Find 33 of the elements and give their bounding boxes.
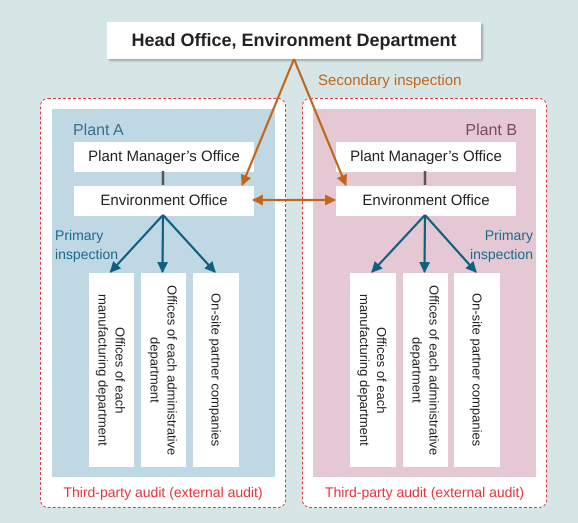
annotation-text: Primary inspection [55, 226, 120, 264]
unit-box: Offices of each manufacturing department [89, 273, 134, 467]
annotation-text: Primary inspection [468, 226, 533, 264]
unit-box: Offices of each administrative department [141, 273, 186, 467]
arrow [252, 194, 336, 206]
head-office-box: Head Office, Environment Department [107, 22, 481, 59]
audit-label: Third-party audit (external audit) [324, 483, 526, 502]
plant-heading: Plant A [73, 121, 124, 141]
audit-dashed-frame [40, 98, 286, 508]
arrow [424, 214, 477, 273]
arrow [371, 214, 426, 273]
arrow [110, 214, 164, 273]
connector-line [162, 171, 164, 185]
connector-line [424, 171, 426, 185]
arrow [292, 58, 348, 186]
unit-box: On-site partner companies [454, 273, 500, 467]
office-box: Plant Manager’s Office [336, 142, 516, 172]
unit-box: Offices of each administrative department [403, 273, 448, 467]
audit-label: Third-party audit (external audit) [62, 483, 264, 502]
audit-dashed-frame [302, 98, 547, 508]
arrow [240, 58, 296, 186]
plant-heading: Plant B [465, 121, 517, 141]
office-box: Environment Office [74, 186, 254, 216]
office-box: Environment Office [336, 186, 516, 216]
plant-panel [313, 109, 536, 477]
arrow [419, 214, 430, 274]
arrow [157, 214, 168, 274]
arrow [162, 214, 216, 273]
unit-box: On-site partner companies [193, 273, 239, 467]
plant-panel [52, 109, 275, 477]
annotation-text: Secondary inspection [318, 71, 462, 91]
office-box: Plant Manager’s Office [74, 142, 254, 172]
unit-box: Offices of each manufacturing department [350, 273, 396, 467]
